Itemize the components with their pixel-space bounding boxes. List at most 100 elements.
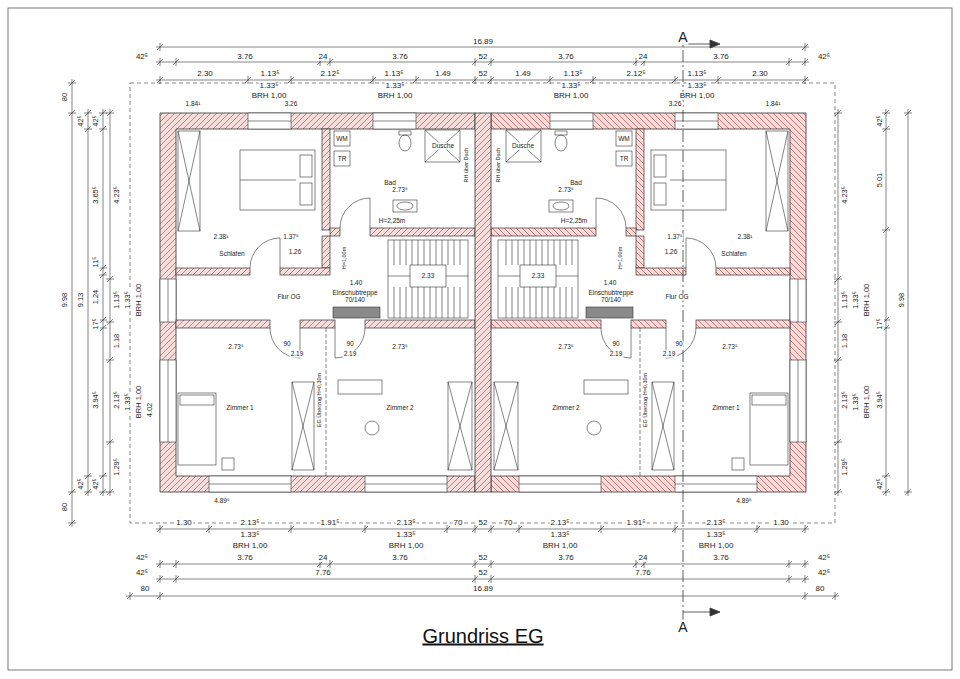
dimension-label: 1.91⁵ — [320, 519, 341, 527]
dimension-label: 3.26 — [668, 101, 683, 108]
dimension-label: 1.33⁵ — [259, 82, 280, 90]
plan-shape — [365, 476, 447, 492]
plan-shape — [280, 268, 330, 275]
dimension-label: A — [677, 620, 688, 635]
dimension-label: 24 — [638, 554, 649, 562]
plan-shape — [160, 279, 176, 322]
dimension-line — [802, 526, 808, 532]
dimension-label: 1.26 — [664, 249, 679, 256]
dimension-label: RH über Dach — [496, 147, 502, 184]
dimension-line — [107, 319, 113, 325]
dimension-line — [715, 77, 721, 83]
plan-shape — [8, 8, 952, 670]
plan-shape — [333, 307, 380, 318]
dimension-line — [157, 576, 163, 582]
dimension-label: 52 — [478, 70, 489, 78]
dimension-label: 1.13⁵ — [563, 70, 584, 78]
dimension-line — [157, 593, 163, 599]
dimension-label: 3.65⁵ — [92, 185, 100, 205]
dimension-line — [835, 439, 841, 445]
dimension-label: 3.94⁵ — [876, 390, 884, 410]
dimension-label: 7.76 — [314, 569, 332, 577]
dimension-label: 2.73⁵ — [391, 344, 408, 351]
plan-shape — [388, 240, 468, 318]
dimension-label: 42⁵ — [817, 53, 831, 61]
plan-shape — [209, 484, 291, 485]
dimension-label: 1.84¹ — [185, 101, 202, 108]
dimension-label: WM — [617, 136, 631, 143]
dimension-label: 3.76 — [712, 554, 730, 562]
plan-shape — [160, 113, 475, 492]
dimension-label: 80 — [61, 502, 69, 512]
plan-shape — [425, 130, 460, 162]
dimension-line — [156, 80, 809, 81]
dimension-label: 4.23⁵ — [841, 185, 849, 205]
dimension-label: H=2,25m — [378, 218, 407, 225]
dimension-line — [288, 526, 294, 532]
plan-shape — [448, 382, 472, 470]
dimension-label: 2.19 — [290, 351, 305, 358]
plan-shape — [168, 279, 169, 322]
plan-shape — [130, 83, 835, 523]
dimension-label: 2.38¹ — [737, 234, 754, 241]
dimension-line — [908, 109, 909, 496]
dimension-line — [69, 110, 75, 116]
plan-shape — [300, 183, 312, 205]
plan-shape — [178, 131, 200, 231]
dimension-label: 24 — [318, 554, 329, 562]
plan-shape — [180, 395, 214, 405]
dimension-label: 1.13⁵ — [384, 70, 405, 78]
dimension-line — [173, 59, 179, 65]
dimension-label: 4.89⁵ — [213, 498, 230, 505]
dimension-line — [157, 59, 163, 65]
dimension-label: WM — [335, 136, 349, 143]
dimension-line — [835, 489, 841, 495]
dimension-line — [802, 59, 808, 65]
dimension-line — [72, 79, 73, 527]
dimension-label: 1.24 — [92, 289, 100, 306]
plan-shape — [370, 198, 371, 228]
dimension-label: 42⁵ — [135, 554, 149, 562]
dimension-label: 42⁵ — [135, 569, 149, 577]
plan-shape — [365, 320, 475, 328]
dimension-line — [362, 526, 368, 532]
dimension-line — [786, 561, 792, 567]
plan-shape — [393, 200, 417, 212]
dimension-label: 2.13⁵ — [550, 519, 571, 527]
dimension-line — [85, 126, 91, 132]
dimension-label: BRH 1,00 — [135, 385, 143, 420]
dimension-line — [786, 576, 792, 582]
dimension-label: 1.33⁵ — [124, 290, 132, 310]
dimension-label: Schlafen — [720, 251, 747, 258]
dimension-label: 1.33⁵ — [687, 82, 708, 90]
dimension-line — [413, 77, 419, 83]
dimension-label: 52 — [478, 519, 489, 527]
dimension-label: 70 — [453, 519, 464, 527]
dimension-label: BRH 1,00 — [863, 283, 871, 318]
dimension-label: 1.29⁵ — [841, 457, 849, 477]
plan-shape — [168, 360, 169, 442]
dimension-label: 2.13⁵ — [841, 390, 849, 410]
dimension-label: 2.13⁵ — [706, 519, 727, 527]
dimension-line — [100, 489, 106, 495]
dimension-label: 2.33 — [421, 273, 436, 280]
plan-shape — [399, 135, 411, 151]
dimension-line — [488, 526, 494, 532]
dimension-label: H=1,00m — [618, 246, 624, 270]
plan-shape — [338, 380, 382, 394]
plan-shape — [365, 484, 447, 485]
dimension-label: 2.33 — [531, 273, 546, 280]
plan-shape — [209, 476, 291, 492]
dimension-line — [173, 561, 179, 567]
plan-shape — [176, 320, 270, 328]
dimension-line — [85, 473, 91, 479]
dimension-label: 90 — [282, 341, 291, 348]
plan-shape — [176, 268, 250, 275]
plan-shape — [240, 180, 296, 181]
dimension-line — [802, 561, 808, 567]
plan-shape — [425, 130, 460, 162]
dimension-label: 1.40 — [603, 280, 618, 287]
plan-shape — [335, 328, 365, 358]
dimension-label: 2.19 — [343, 351, 358, 358]
dimension-label: 70 — [503, 519, 514, 527]
